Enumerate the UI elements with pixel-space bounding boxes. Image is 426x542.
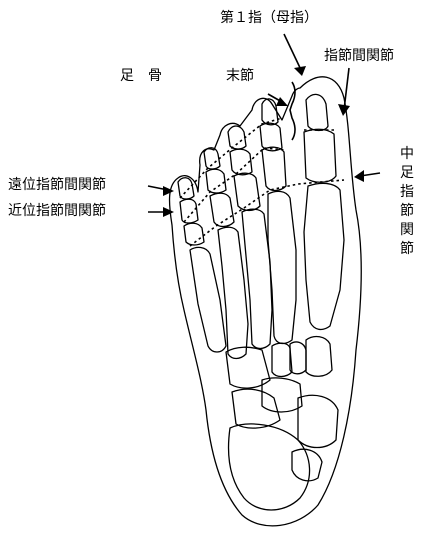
toe-3-bones [228, 126, 272, 349]
svg-text:関: 関 [400, 222, 414, 238]
tarsal-bones [226, 337, 338, 510]
distal-phalanx-label: 末節 [226, 67, 254, 84]
toe-5-bones [178, 178, 226, 352]
svg-text:足: 足 [400, 165, 414, 181]
toe-4-bones [204, 148, 248, 359]
svg-text:中: 中 [400, 146, 414, 162]
svg-text:指: 指 [400, 184, 414, 200]
first-toe-label: 第１指（母指） [220, 9, 318, 26]
phalangeal-joint-label: 指節間関節 [324, 47, 394, 64]
pip-joint-label: 近位指節間関節 [8, 202, 106, 219]
mtp-joint-label: 中 足 指 節 関 節 [400, 146, 414, 257]
foot-outline [170, 77, 362, 526]
dip-joint-label: 遠位指節間関節 [8, 176, 106, 193]
foot-bones-label: 足 骨 [120, 68, 162, 84]
svg-text:節: 節 [400, 202, 414, 219]
svg-text:節: 節 [400, 240, 414, 257]
